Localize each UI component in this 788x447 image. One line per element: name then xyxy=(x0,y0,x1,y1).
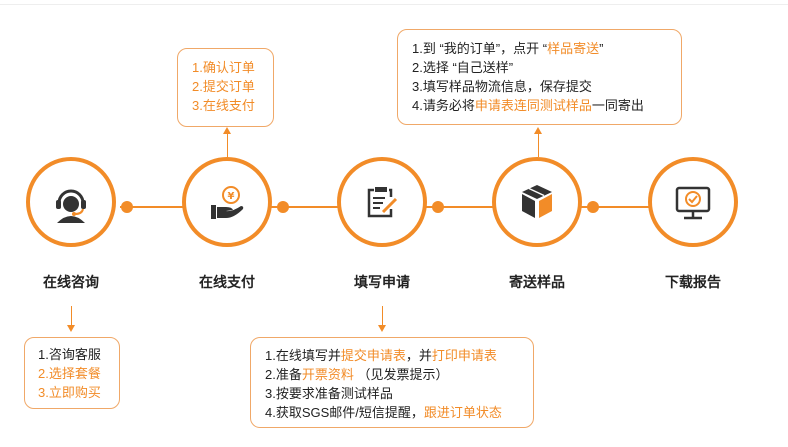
consult-steps-box: 1.咨询客服 2.选择套餐 3.立即购买 xyxy=(24,337,120,409)
pay-connector xyxy=(227,134,228,157)
print-form-link[interactable]: 打印申请表 xyxy=(431,348,497,363)
step-ship-label: 寄送样品 xyxy=(509,274,565,290)
apply-connector xyxy=(382,306,383,325)
ship-step-4: 4.请务必将申请表连同测试样品一同寄出 xyxy=(412,98,644,113)
customer-service-icon xyxy=(56,189,86,223)
ship-steps-box: 1.到 “我的订单”，点开 “样品寄送” 2.选择 “自己送样” 3.填写样品物… xyxy=(397,29,682,125)
top-divider xyxy=(0,4,788,5)
connector-dot xyxy=(587,201,599,213)
down-arrow-icon xyxy=(67,325,75,332)
submit-form-link[interactable]: 提交申请表 xyxy=(340,348,406,363)
payment-step-2[interactable]: 2.提交订单 xyxy=(192,79,255,94)
step-consult-label: 在线咨询 xyxy=(43,274,99,290)
svg-text:¥: ¥ xyxy=(228,191,235,202)
apply-steps-box: 1.在线填写并提交申请表，并打印申请表 2.准备开票资料 （见发票提示） 3.按… xyxy=(250,337,534,428)
connector-dot xyxy=(432,201,444,213)
step-ship-circle[interactable] xyxy=(492,157,582,247)
connector-dot xyxy=(277,201,289,213)
consult-step-2[interactable]: 2.选择套餐 xyxy=(38,366,101,381)
step-payment-label: 在线支付 xyxy=(199,274,255,290)
sample-shipping-link[interactable]: 样品寄送 xyxy=(547,41,600,56)
ship-step-2: 2.选择 “自己送样” xyxy=(412,60,514,75)
invoice-info-link[interactable]: 开票资料 xyxy=(301,367,354,382)
step-report-label: 下载报告 xyxy=(665,274,721,290)
connector-dot xyxy=(121,201,133,213)
step-apply-label: 填写申请 xyxy=(354,274,410,290)
step-report-circle[interactable] xyxy=(648,157,738,247)
consult-step-1: 1.咨询客服 xyxy=(38,347,101,362)
package-box-icon xyxy=(522,185,552,218)
apply-step-4: 4.获取SGS邮件/短信提醒，跟进订单状态 xyxy=(265,405,502,420)
ship-connector xyxy=(538,134,539,157)
payment-step-1[interactable]: 1.确认订单 xyxy=(192,60,255,75)
monitor-check-icon xyxy=(675,186,711,220)
ship-step-3: 3.填写样品物流信息，保存提交 xyxy=(412,79,592,94)
step-payment-circle[interactable]: ¥ xyxy=(182,157,272,247)
up-arrow-icon xyxy=(223,127,231,134)
payment-steps-box: 1.确认订单 2.提交订单 3.在线支付 xyxy=(177,48,274,127)
track-order-link[interactable]: 跟进订单状态 xyxy=(423,405,502,420)
payment-step-3[interactable]: 3.在线支付 xyxy=(192,98,255,113)
apply-step-2: 2.准备开票资料 （见发票提示） xyxy=(265,367,449,382)
step-apply-circle[interactable] xyxy=(337,157,427,247)
consult-connector xyxy=(71,306,72,325)
consult-step-3[interactable]: 3.立即购买 xyxy=(38,385,101,400)
apply-step-3: 3.按要求准备测试样品 xyxy=(265,386,393,401)
up-arrow-icon xyxy=(534,127,542,134)
step-consult-circle[interactable] xyxy=(26,157,116,247)
down-arrow-icon xyxy=(378,325,386,332)
apply-step-1: 1.在线填写并提交申请表，并打印申请表 xyxy=(265,348,497,363)
payment-hand-icon: ¥ xyxy=(211,186,244,219)
clipboard-edit-icon xyxy=(367,187,398,218)
ship-step-1: 1.到 “我的订单”，点开 “样品寄送” xyxy=(412,41,604,56)
